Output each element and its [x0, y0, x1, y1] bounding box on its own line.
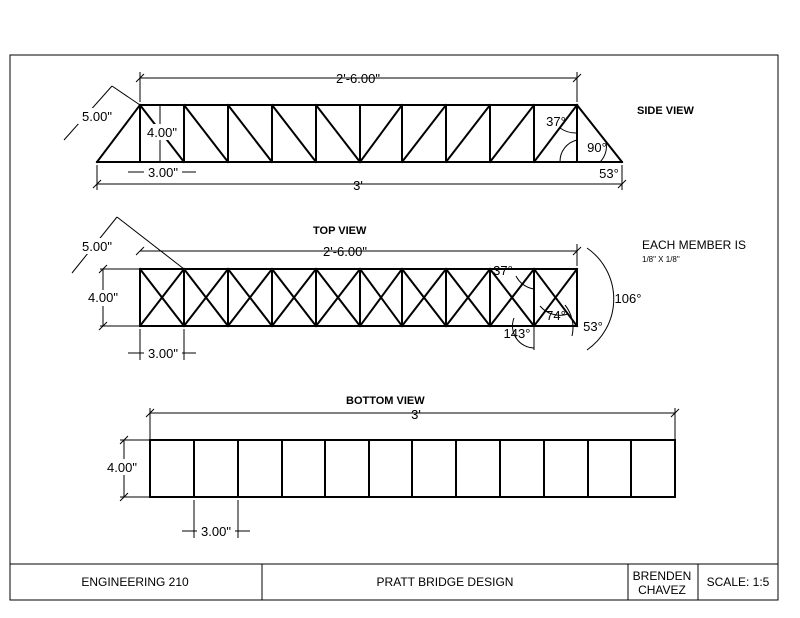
side-diagonal-label: 5.00" [82, 109, 112, 124]
top-view-title: TOP VIEW [313, 225, 367, 237]
top-panel-label: 3.00" [148, 346, 178, 361]
side-angle-base-label: 53° [599, 166, 619, 181]
side-panel-label: 3.00" [148, 165, 178, 180]
side-angle-arc-top [559, 127, 578, 134]
bottom-view-title: BOTTOM VIEW [346, 395, 425, 407]
side-view-truss [95, 103, 624, 164]
side-angle-right-label: 90° [587, 140, 607, 155]
designer-first-name: BRENDEN [633, 569, 692, 583]
title-block: ENGINEERING 210 PRATT BRIDGE DESIGN BREN… [10, 563, 778, 600]
bottom-view: BOTTOM VIEW 3' [104, 395, 680, 539]
top-top-length-label: 2'-6.00" [323, 244, 367, 259]
bottom-panel-label: 3.00" [201, 524, 231, 539]
top-angle-arc-c [564, 304, 574, 337]
top-angle-b-label: 74° [546, 308, 566, 323]
side-angle-arc-base [599, 141, 607, 163]
top-view-truss [138, 267, 579, 328]
side-angle-arc-right [559, 139, 578, 163]
sheet-border [9, 54, 779, 601]
member-note-line1: EACH MEMBER IS [642, 238, 746, 252]
top-dim-height: 4.00" [85, 264, 140, 331]
top-angle-c-label: 53° [583, 319, 603, 334]
top-angle-a-label: 37° [493, 263, 513, 278]
bottom-height-label: 4.00" [107, 460, 137, 475]
designer-last-name: CHAVEZ [638, 583, 686, 597]
side-top-length-label: 2'-6.00" [336, 71, 380, 86]
side-angle-top-label: 37° [546, 114, 566, 129]
side-dim-panel: 3.00" [128, 164, 196, 180]
side-overall-label: 3' [353, 178, 363, 193]
top-angle-arc-e [586, 247, 615, 351]
side-dim-overall: 3' [92, 165, 627, 193]
top-angle-d-label: 143° [504, 326, 531, 341]
top-view: TOP VIEW [71, 216, 746, 361]
bottom-dim-height: 4.00" [104, 435, 150, 502]
side-dim-top-length: 2'-6.00" [135, 71, 582, 102]
bottom-view-deck [149, 439, 676, 498]
project-title: PRATT BRIDGE DESIGN [377, 575, 514, 589]
side-height-label: 4.00" [147, 125, 177, 140]
bottom-dim-overall: 3' [145, 407, 680, 440]
top-dim-top-length: 2'-6.00" [135, 244, 582, 266]
course-label: ENGINEERING 210 [81, 575, 189, 589]
top-angle-arc-d [511, 317, 535, 349]
top-dim-diagonal: 5.00" [71, 216, 185, 274]
bottom-overall-label: 3' [411, 407, 421, 422]
side-view: 2'-6.00" 5.00" 4.00" 3.00" 3' [63, 71, 694, 193]
top-diagonal-label: 5.00" [82, 239, 112, 254]
side-dim-diagonal: 5.00" [63, 85, 141, 141]
top-angle-arc-b [539, 305, 569, 316]
scale-label: SCALE: 1:5 [707, 575, 770, 589]
top-angle-arc-a [515, 275, 535, 290]
top-angle-e-label: 106° [615, 291, 642, 306]
member-note-line2: 1/8" X 1/8" [642, 255, 680, 264]
top-dim-panel: 3.00" [128, 329, 196, 361]
side-view-title: SIDE VIEW [637, 105, 694, 117]
side-dim-height: 4.00" [144, 105, 180, 162]
bottom-dim-panel: 3.00" [182, 500, 250, 539]
top-height-label: 4.00" [88, 290, 118, 305]
